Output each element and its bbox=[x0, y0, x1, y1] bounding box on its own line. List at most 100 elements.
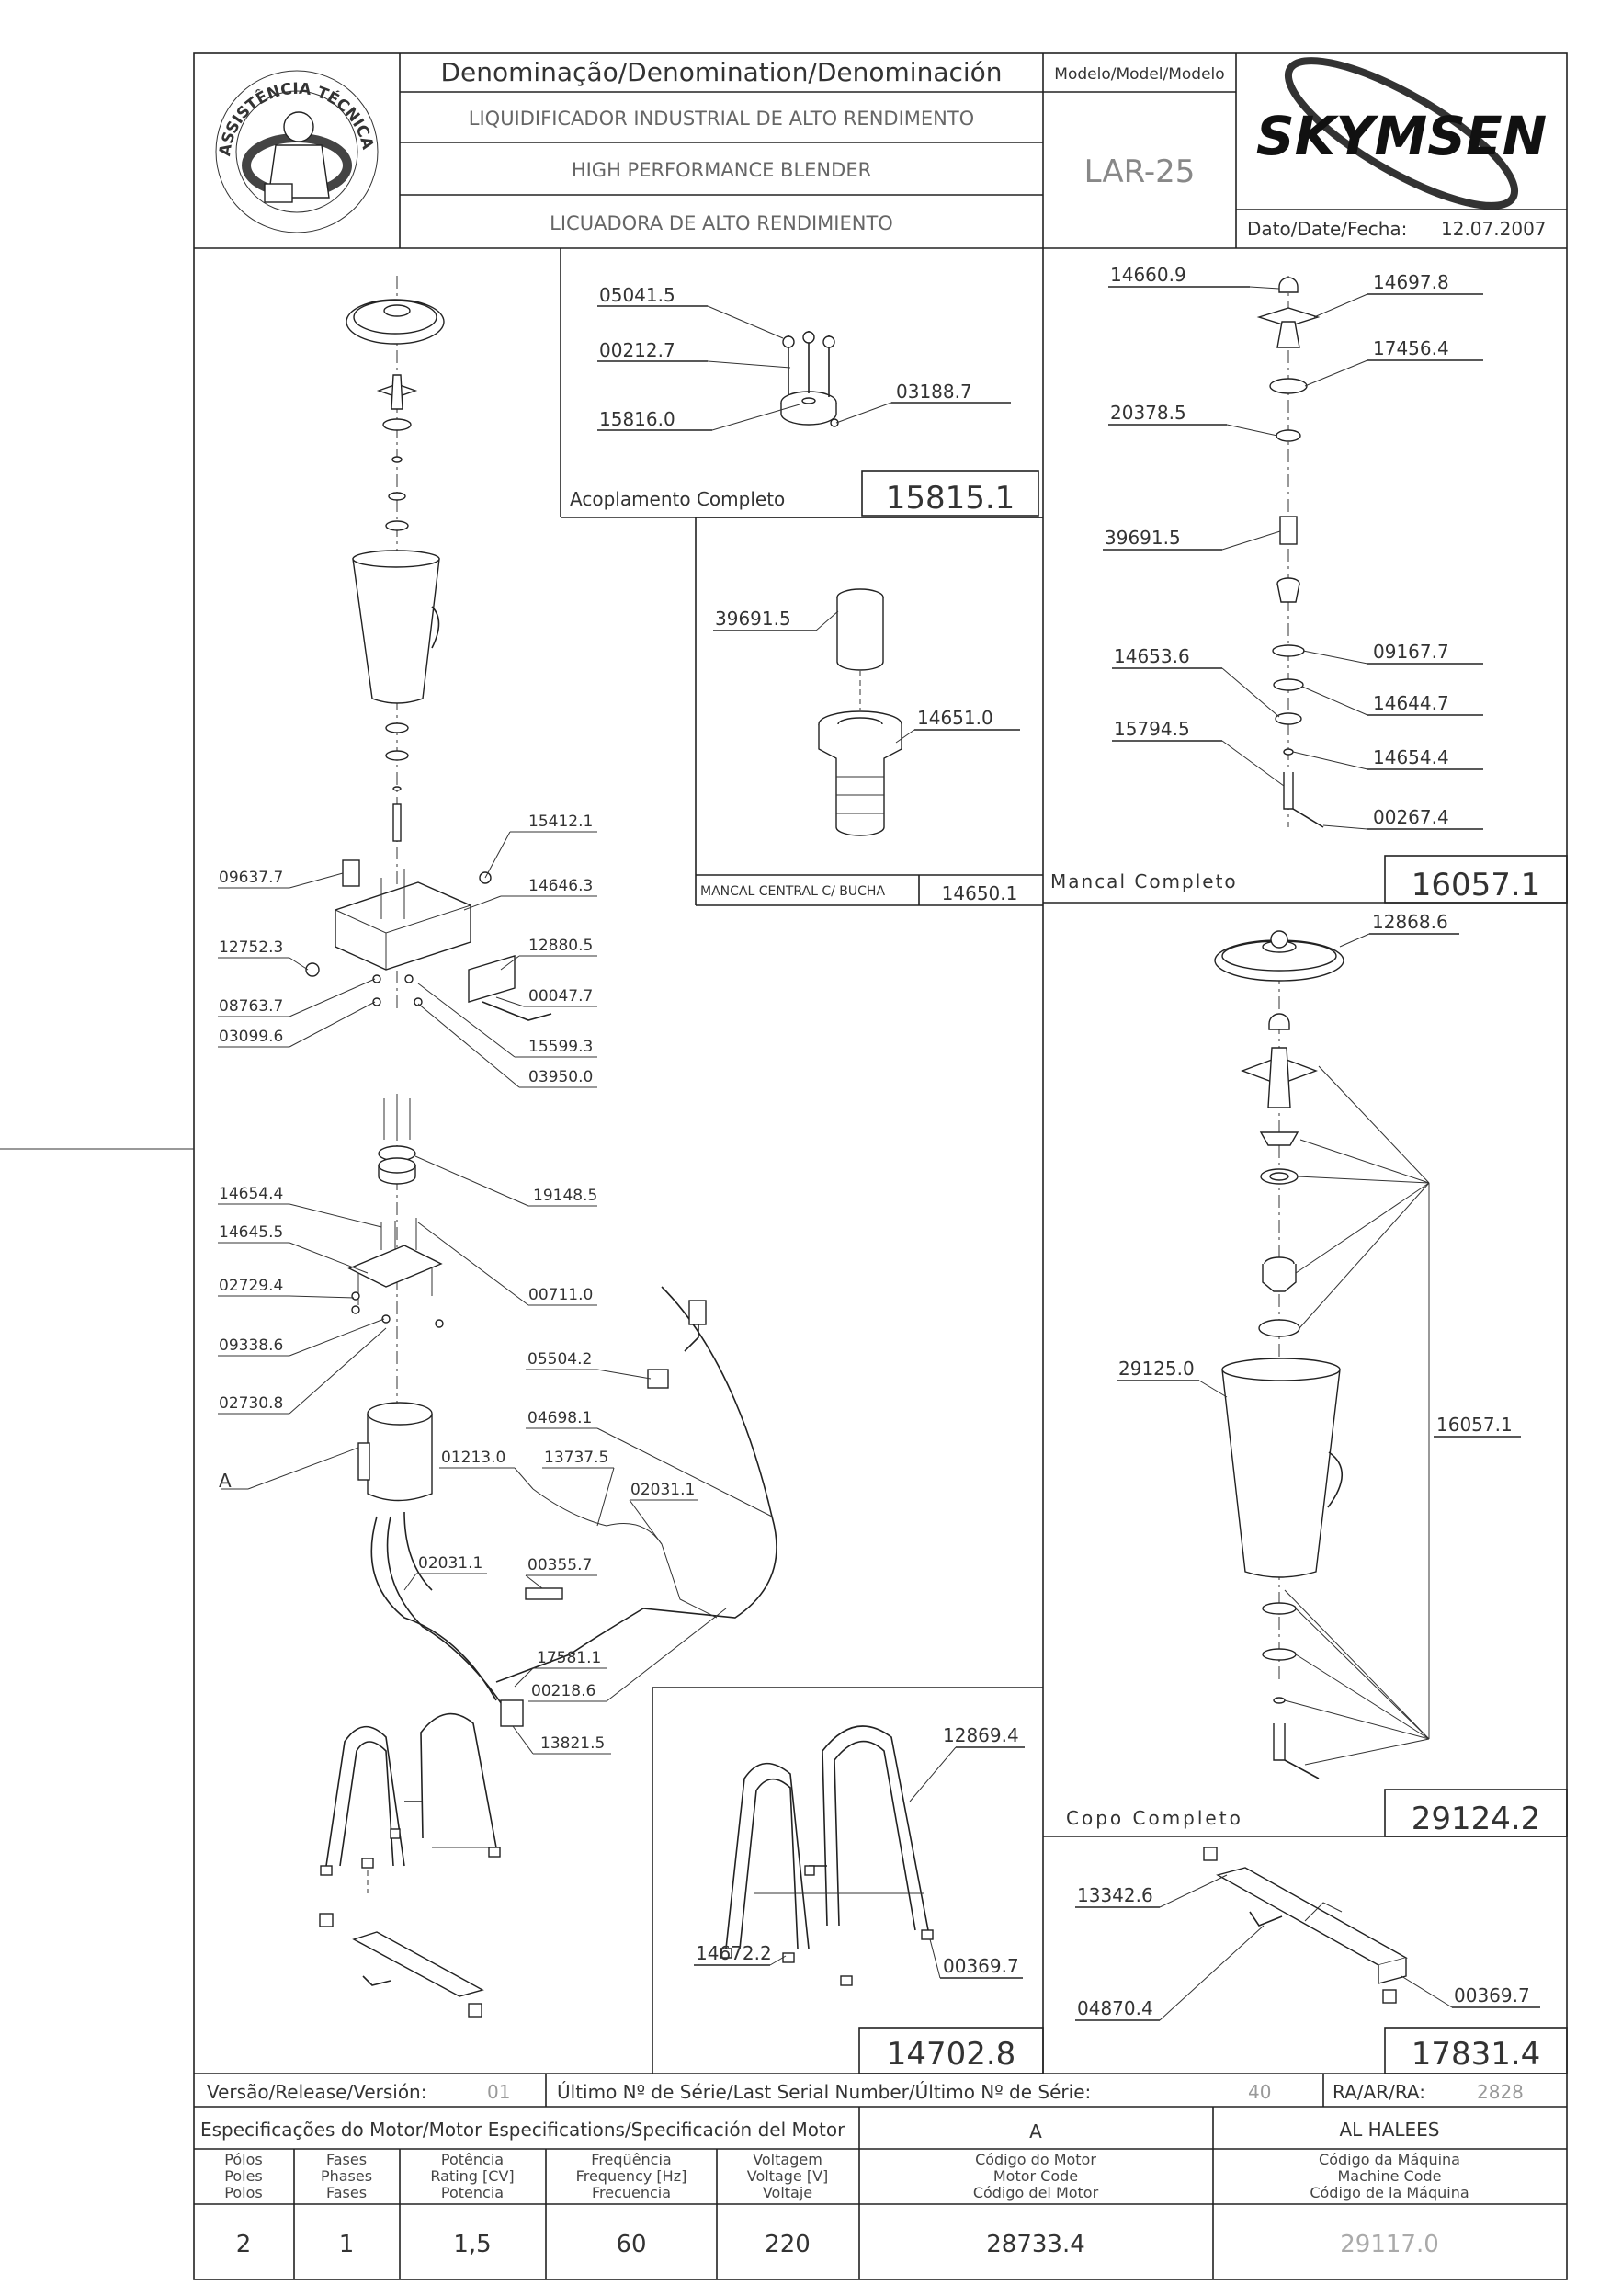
motor-code-head-es: Código del Motor bbox=[973, 2184, 1099, 2201]
wiring-part-02031-1-upper: 02031.1 bbox=[630, 1481, 695, 1499]
poles-head-es: Polos bbox=[224, 2184, 262, 2201]
serial-label: Último Nº de Série/Last Serial Number/Úl… bbox=[557, 2081, 1091, 2103]
stand-code: 14702.8 bbox=[887, 2036, 1016, 2073]
motor-part-14645-5: 14645.5 bbox=[219, 1223, 283, 1242]
cup-part-12868-6: 12868.6 bbox=[1372, 911, 1448, 933]
machine-name: AL HALEES bbox=[1339, 2119, 1439, 2141]
base-part-15599-3: 15599.3 bbox=[528, 1038, 593, 1056]
bearing-part-14654-4: 14654.4 bbox=[1373, 746, 1449, 768]
wiring-part-05504-2: 05504.2 bbox=[527, 1350, 592, 1369]
motor-spec-table: Versão/Release/Versión: 01 Último Nº de … bbox=[194, 2073, 1567, 2279]
motor-part-19148-5: 19148.5 bbox=[533, 1187, 597, 1205]
spec-col-frequency: Freqüência Frequency [Hz] Frecuencia 60 bbox=[576, 2151, 687, 2258]
machine-code-head-es: Código de la Máquina bbox=[1310, 2184, 1469, 2201]
bearing-part-20378-5: 20378.5 bbox=[1110, 402, 1186, 424]
title-block: ASSISTÊNCIA TÉCNICA AUTORIZADA Denominaç… bbox=[0, 0, 1567, 249]
voltage-value: 220 bbox=[765, 2231, 811, 2258]
coupling-part-03188-7: 03188.7 bbox=[896, 381, 972, 403]
frequency-head-en: Frequency [Hz] bbox=[576, 2167, 687, 2185]
cup-part-29125-0: 29125.0 bbox=[1118, 1358, 1195, 1380]
base-part-15412-1: 15412.1 bbox=[528, 813, 593, 831]
bar-part-04870-4: 04870.4 bbox=[1077, 1997, 1153, 2019]
stand-part-14672-2: 14672.2 bbox=[696, 1942, 772, 1964]
base-part-12880-5: 12880.5 bbox=[528, 937, 593, 955]
phases-head-pt: Fases bbox=[326, 2151, 367, 2168]
base-part-09637-7: 09637.7 bbox=[219, 869, 283, 887]
voltage-head-en: Voltage [V] bbox=[747, 2167, 829, 2185]
bearing-part-15794-5: 15794.5 bbox=[1114, 718, 1190, 740]
machine-code-value: 29117.0 bbox=[1340, 2231, 1439, 2258]
motor-code-value: 28733.4 bbox=[986, 2231, 1085, 2258]
stand-assembly: 12869.4 14672.2 00369.7 14702.8 bbox=[694, 1724, 1044, 2074]
panel-grid bbox=[560, 248, 1567, 2074]
cup-part-16057-1: 16057.1 bbox=[1436, 1414, 1513, 1436]
bearing-part-17456-4: 17456.4 bbox=[1373, 337, 1449, 359]
coupling-title: Acoplamento Completo bbox=[570, 488, 785, 510]
coupling-part-05041-5: 05041.5 bbox=[599, 284, 675, 306]
bearing-part-14660-9: 14660.9 bbox=[1110, 264, 1186, 286]
main-exploded-view: 15412.1 14646.3 12880.5 00047.7 15599.3 … bbox=[218, 276, 777, 2018]
stand-part-00369-7: 00369.7 bbox=[943, 1955, 1019, 1977]
spec-col-voltage: Voltagem Voltage [V] Voltaje 220 bbox=[747, 2151, 829, 2258]
poles-value: 2 bbox=[236, 2231, 252, 2258]
date-label: Dato/Date/Fecha: bbox=[1247, 218, 1407, 240]
base-part-08763-7: 08763.7 bbox=[219, 997, 283, 1016]
machine-code-head-en: Machine Code bbox=[1337, 2167, 1441, 2185]
frequency-head-es: Frecuencia bbox=[592, 2184, 671, 2201]
cup-assembly: 12868.6 29125.0 16057.1 Copo Completo 29… bbox=[1066, 911, 1568, 1837]
bearing-part-14644-7: 14644.7 bbox=[1373, 692, 1449, 714]
release-value: 01 bbox=[487, 2081, 510, 2103]
bearing-part-00267-4: 00267.4 bbox=[1373, 806, 1449, 828]
voltage-head-es: Voltaje bbox=[763, 2184, 812, 2201]
bearing-part-09167-7: 09167.7 bbox=[1373, 641, 1449, 663]
stand-part-12869-4: 12869.4 bbox=[943, 1724, 1019, 1746]
phases-value: 1 bbox=[339, 2231, 355, 2258]
cup-code: 29124.2 bbox=[1412, 1801, 1541, 1837]
wiring-part-01213-0: 01213.0 bbox=[441, 1449, 505, 1467]
product-name-pt: LIQUIDIFICADOR INDUSTRIAL DE ALTO RENDIM… bbox=[469, 108, 974, 130]
bar-part-00369-7: 00369.7 bbox=[1454, 1984, 1530, 2006]
bearing-code: 16057.1 bbox=[1412, 867, 1541, 904]
motor-letter: A bbox=[1029, 2120, 1042, 2143]
poles-head-pt: Pólos bbox=[224, 2151, 262, 2168]
motor-reference-letter: A bbox=[219, 1470, 232, 1492]
release-label: Versão/Release/Versión: bbox=[207, 2081, 426, 2103]
wiring-part-13737-5: 13737.5 bbox=[544, 1449, 608, 1467]
central-bearing-title: MANCAL CENTRAL C/ BUCHA bbox=[700, 884, 885, 899]
base-part-14646-3: 14646.3 bbox=[528, 877, 593, 895]
rating-value: 1,5 bbox=[453, 2231, 491, 2258]
rating-head-es: Potencia bbox=[441, 2184, 504, 2201]
base-part-00047-7: 00047.7 bbox=[528, 987, 593, 1006]
motor-spec-title: Especificações do Motor/Motor Especifica… bbox=[200, 2119, 845, 2141]
seal-text: ASSISTÊNCIA TÉCNICA AUTORIZADA bbox=[0, 0, 378, 157]
base-part-12752-3: 12752.3 bbox=[219, 938, 283, 957]
bar-code: 17831.4 bbox=[1412, 2036, 1541, 2073]
model-title: Modelo/Model/Modelo bbox=[1054, 65, 1224, 84]
coupling-part-15816-0: 15816.0 bbox=[599, 408, 675, 430]
machine-code-head-pt: Código da Máquina bbox=[1319, 2151, 1460, 2168]
brand-name: SKYMSEN bbox=[1256, 105, 1547, 167]
spec-col-poles: Pólos Poles Polos 2 bbox=[224, 2151, 263, 2258]
frequency-head-pt: Freqüência bbox=[591, 2151, 671, 2168]
wiring-part-00355-7: 00355.7 bbox=[527, 1556, 592, 1574]
rating-head-pt: Potência bbox=[441, 2151, 504, 2168]
frequency-value: 60 bbox=[616, 2231, 646, 2258]
spec-col-motor-code: Código do Motor Motor Code Código del Mo… bbox=[973, 2151, 1099, 2258]
motor-part-02730-8: 02730.8 bbox=[219, 1394, 283, 1413]
motor-part-14654-4: 14654.4 bbox=[219, 1185, 283, 1203]
wiring-part-02031-1-lower: 02031.1 bbox=[418, 1554, 482, 1573]
bearing-title: Mancal Completo bbox=[1050, 870, 1238, 892]
central-bearing-assembly: 39691.5 14651.0 MANCAL CENTRAL C/ BUCHA … bbox=[696, 588, 1043, 905]
svg-text:ASSISTÊNCIA TÉCNICA AUTORIZADA: ASSISTÊNCIA TÉCNICA AUTORIZADA bbox=[0, 0, 378, 157]
phases-head-en: Phases bbox=[321, 2167, 372, 2185]
bearing-part-14697-8: 14697.8 bbox=[1373, 271, 1449, 293]
serial-value: 40 bbox=[1248, 2081, 1271, 2103]
product-name-es: LICUADORA DE ALTO RENDIMIENTO bbox=[550, 212, 893, 234]
date-value: 12.07.2007 bbox=[1441, 218, 1547, 240]
spec-col-rating: Potência Rating [CV] Potencia 1,5 bbox=[430, 2151, 514, 2258]
spec-col-machine-code: Código da Máquina Machine Code Código de… bbox=[1310, 2151, 1469, 2258]
spec-col-phases: Fases Phases Fases 1 bbox=[321, 2151, 372, 2258]
ra-value: 2828 bbox=[1477, 2081, 1524, 2103]
bearing-part-39691-5: 39691.5 bbox=[1105, 527, 1181, 549]
